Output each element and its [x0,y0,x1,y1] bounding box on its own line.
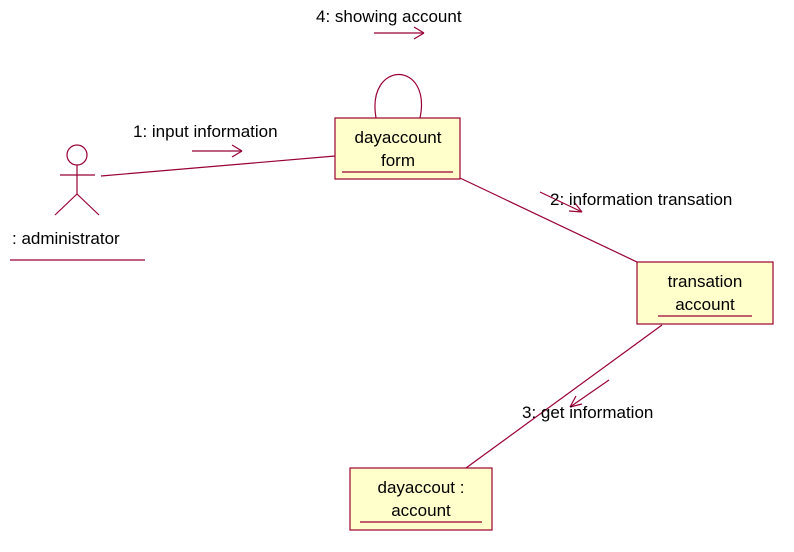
link-dayaccount-form-transation-account [459,177,638,263]
link-administrator-dayaccount-form [100,155,336,177]
object-dayaccount-form-line1: dayaccount [355,128,442,147]
object-dayaccount-form[interactable]: dayaccount form [334,117,461,180]
self-link-loop [374,73,423,119]
actor-label: : administrator [12,229,120,248]
object-transation-account-line1: transation [668,272,743,291]
object-transation-account-line2: account [675,295,735,314]
stick-figure-icon [54,144,100,216]
link-transation-account-dayaccout-account [465,324,663,469]
actor-administrator: : administrator [10,144,145,261]
message-arrow-icon-2 [539,191,583,213]
message-arrow-icon-1 [192,144,243,158]
message-arrow-icon-4 [374,26,425,40]
object-dayaccout-account-line1: dayaccout : [378,478,465,497]
object-dayaccount-form-line2: form [381,151,415,170]
object-dayaccout-account[interactable]: dayaccout : account [349,467,493,531]
message-label-4: 4: showing account [316,7,462,26]
message-label-1: 1: input information [133,122,278,141]
object-dayaccout-account-line2: account [391,501,451,520]
object-transation-account[interactable]: transation account [636,261,774,325]
message-label-2: 2: information transation [550,190,732,209]
message-arrow-icon-3 [569,379,610,408]
message-label-3: 3: get information [522,403,653,422]
